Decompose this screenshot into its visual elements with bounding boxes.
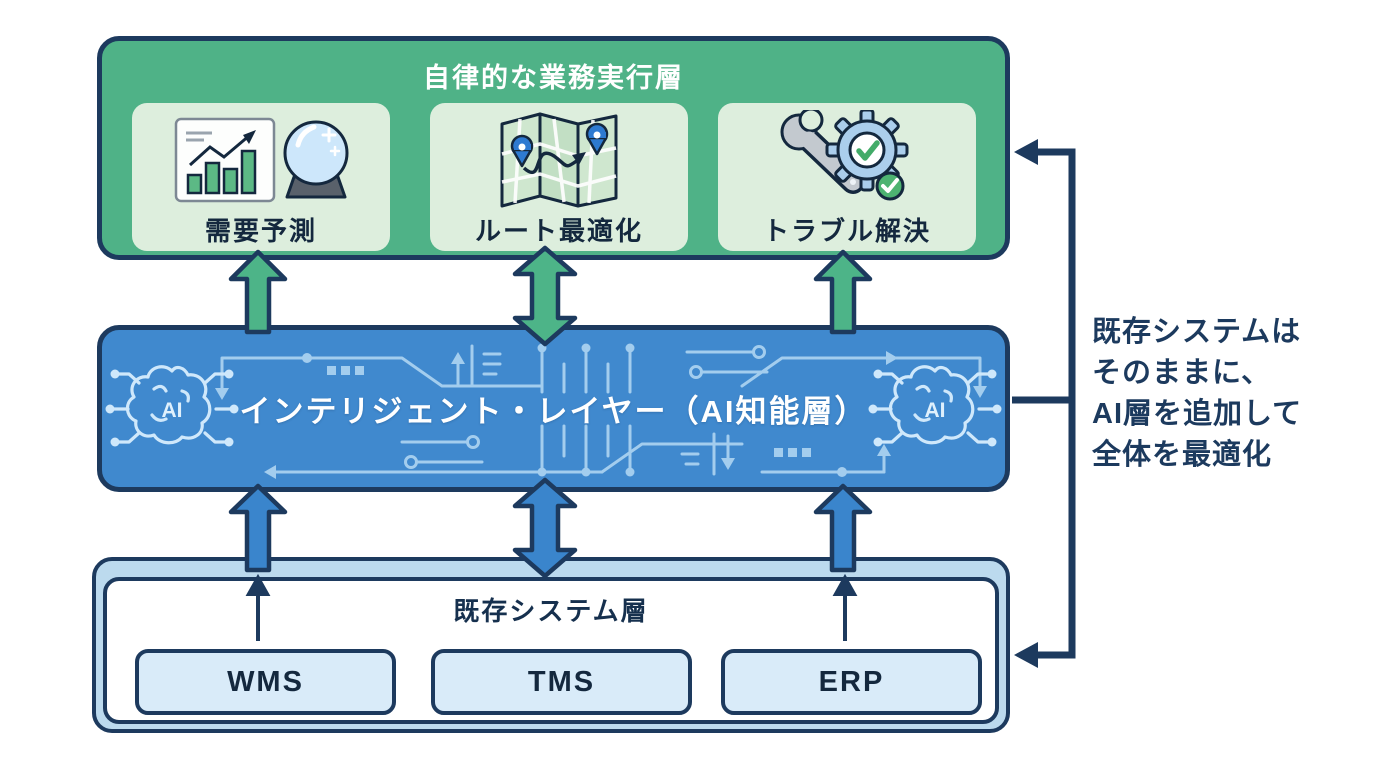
ai-brain-icon-left: AI [105, 365, 239, 447]
card-label-route-optimization: ルート最適化 [474, 216, 643, 246]
route-map-icon [492, 111, 626, 209]
card-route-optimization: ルート最適化 [430, 103, 688, 251]
existing-systems-layer: 既存システム層 WMS TMS ERP [92, 557, 1010, 733]
ai-brain-label-right: AI [925, 399, 946, 422]
card-label-demand-forecast: 需要予測 [204, 216, 317, 246]
arrow-up-green-left [228, 249, 288, 335]
card-demand-forecast: 需要予測 [132, 103, 390, 251]
bracket-arrowhead-bottom [1014, 642, 1038, 668]
annotation-line: 既存システムは [1092, 316, 1302, 348]
annotation-line: AI層を追加して [1092, 398, 1303, 430]
bottom-layer-title: 既存システム層 [453, 596, 649, 626]
intelligent-ai-layer: AI AI インテリジェント・レイヤー（AI知能層） [97, 325, 1010, 492]
autonomous-execution-layer: 自律的な業務実行層 [97, 36, 1010, 260]
card-label-trouble-resolution: トラブル解決 [762, 216, 931, 246]
right-bracket [1012, 139, 1076, 668]
card-trouble-resolution: トラブル解決 [718, 103, 976, 251]
forecast-chart-crystal-ball-icon [166, 111, 356, 209]
system-box-wms: WMS [135, 649, 396, 715]
existing-systems-inner-panel: 既存システム層 WMS TMS ERP [103, 577, 999, 724]
annotation-text: 既存システムは そのままに、 AI層を追加して 全体を最適化 [1092, 312, 1362, 476]
ai-brain-label-left: AI [162, 399, 183, 422]
blue-layer-title: インテリジェント・レイヤー（AI知能層） [239, 394, 868, 429]
system-box-tms: TMS [431, 649, 692, 715]
bracket-arrowhead-top [1014, 139, 1038, 165]
green-layer-title: 自律的な業務実行層 [423, 63, 684, 93]
wrench-gear-check-icon [777, 110, 917, 209]
annotation-line: そのままに、 [1092, 357, 1272, 389]
annotation-line: 全体を最適化 [1092, 439, 1273, 471]
circuit-decoration: AI AI [105, 343, 1002, 479]
arrow-up-green-right [813, 249, 873, 335]
system-box-erp: ERP [721, 649, 982, 715]
ai-brain-icon-right: AI [868, 365, 1002, 447]
